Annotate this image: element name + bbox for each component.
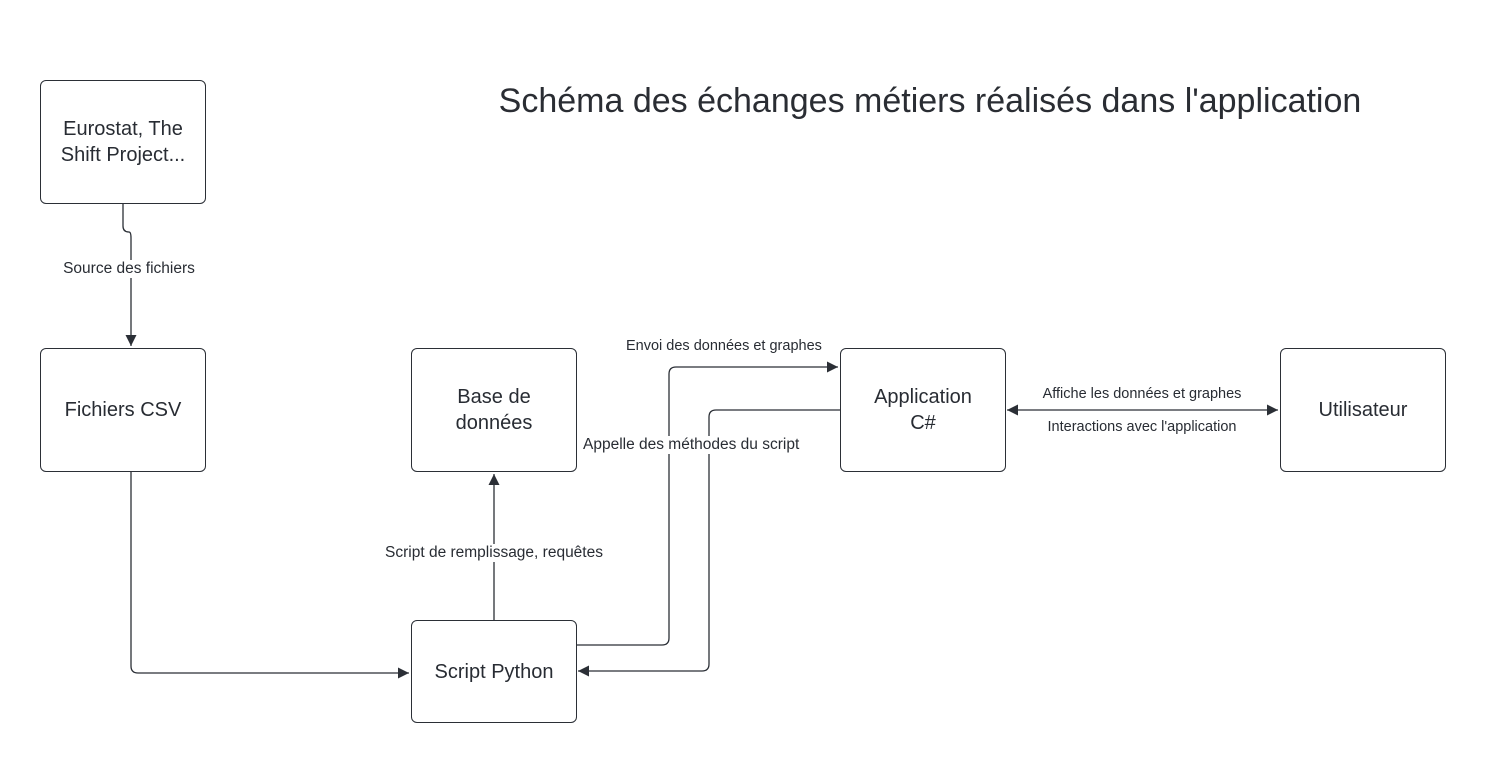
edge-sources-to-csv [122, 204, 137, 346]
edge-label-call-methods: Appelle des méthodes du script [581, 436, 802, 454]
edge-label-send-data: Envoi des données et graphes [626, 338, 822, 354]
node-python-label: Script Python [434, 660, 554, 683]
edge-python-to-app [577, 361, 838, 646]
node-sources-label: Eurostat, The Shift Project... [60, 118, 186, 166]
node-user: Utilisateur [1280, 348, 1446, 472]
node-sources: Eurostat, The Shift Project... [40, 80, 206, 204]
edge-csv-to-python [130, 472, 409, 679]
node-csv-label: Fichiers CSV [64, 399, 182, 421]
diagram-title: Schéma des échanges métiers réalisés dan… [498, 82, 1362, 120]
edge-label-display-data: Affiche les données et graphes [1040, 386, 1244, 402]
edge-label-fill-queries: Script de remplissage, requêtes [383, 544, 605, 562]
node-database: Base de données [411, 348, 577, 472]
edge-app-to-python [578, 409, 840, 677]
node-database-label: Base de données [455, 386, 533, 434]
edge-label-interactions: Interactions avec l'application [1045, 419, 1239, 435]
node-app: Application C# [840, 348, 1006, 472]
node-user-label: Utilisateur [1318, 399, 1408, 421]
node-csv: Fichiers CSV [40, 348, 206, 472]
node-python: Script Python [411, 620, 577, 723]
edge-label-source-files: Source des fichiers [61, 260, 197, 278]
node-app-label: Application C# [874, 386, 972, 434]
